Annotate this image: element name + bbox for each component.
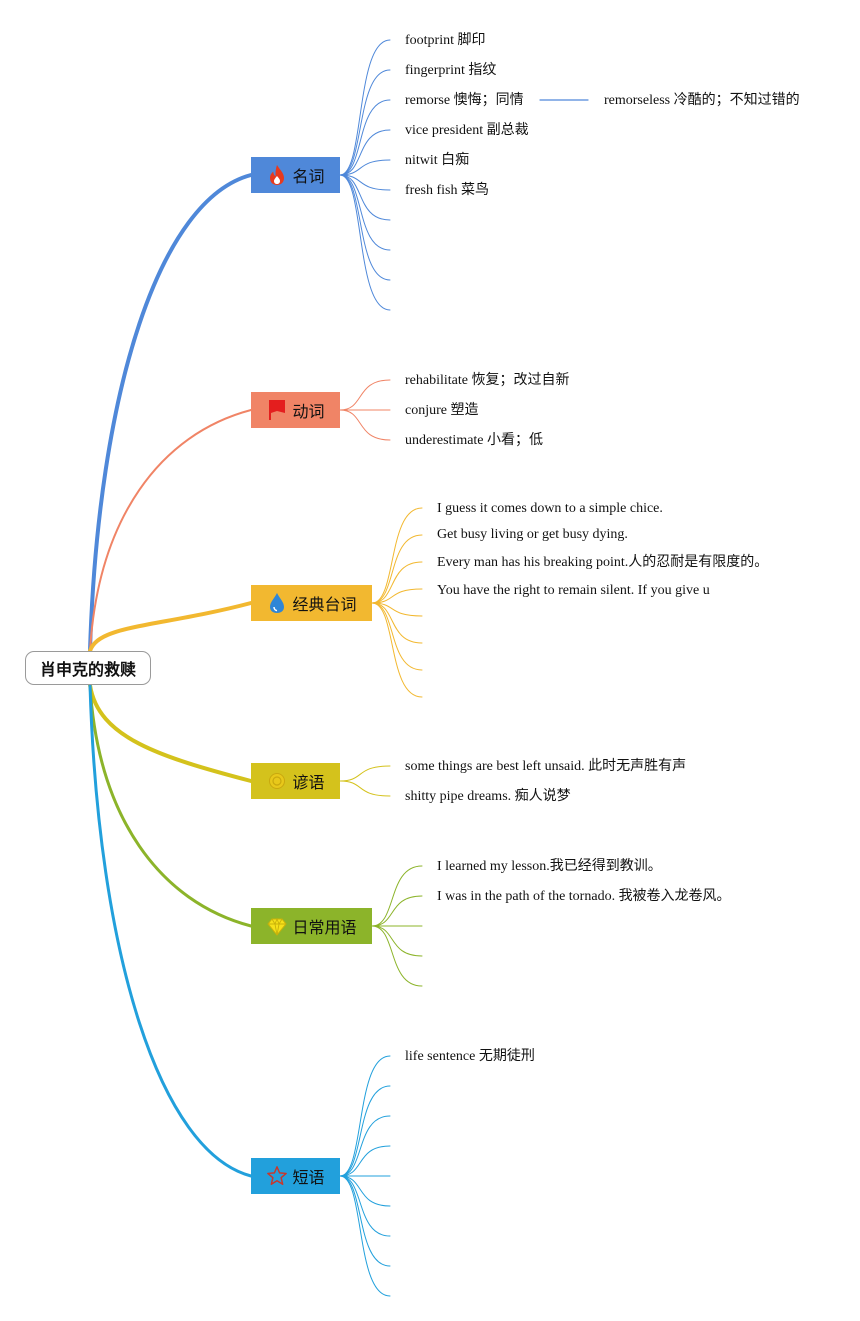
leaf-connector-0-9 — [339, 174, 391, 311]
leaf-connector-5-5 — [339, 1175, 391, 1207]
fire-icon — [266, 164, 288, 186]
leaf-connector-4-3 — [371, 925, 423, 957]
branch-phrases-label: 短语 — [292, 1168, 325, 1187]
leaf-noun-2[interactable]: fingerprint 指纹 — [405, 63, 497, 78]
leaf-line-1[interactable]: I guess it comes down to a simple chice. — [437, 501, 663, 516]
branch-classic-lines[interactable]: 经典台词 — [251, 585, 372, 621]
leaf-connector-0-3 — [339, 129, 391, 176]
leaf-connector-2-7 — [371, 602, 423, 698]
leaf-line-4[interactable]: You have the right to remain silent. If … — [437, 583, 710, 598]
leaf-noun-1[interactable]: footprint 脚印 — [405, 33, 486, 48]
leaf-noun-4[interactable]: vice president 副总裁 — [405, 123, 529, 138]
leaf-connector-0-1 — [339, 69, 391, 176]
leaf-noun-3-sub[interactable]: remorseless 冷酷的；不知过错的 — [604, 93, 800, 108]
leaf-connector-1-0 — [339, 379, 391, 411]
leaf-verb-3[interactable]: underestimate 小看；低 — [405, 433, 544, 448]
leaf-line-3[interactable]: Every man has his breaking point.人的忍耐是有限… — [437, 555, 769, 570]
leaf-proverb-2[interactable]: shitty pipe dreams. 痴人说梦 — [405, 789, 571, 804]
branch-phrases[interactable]: 短语 — [251, 1158, 340, 1194]
trunk-connector-5 — [88, 683, 253, 1178]
trunk-connector-1 — [89, 409, 252, 652]
leaf-connector-1-2 — [339, 409, 391, 441]
leaf-connector-5-3 — [339, 1145, 391, 1177]
leaf-verb-2[interactable]: conjure 塑造 — [405, 403, 479, 418]
leaf-proverb-1[interactable]: some things are best left unsaid. 此时无声胜有… — [405, 759, 687, 774]
branch-nouns[interactable]: 名词 — [251, 157, 340, 193]
leaf-connector-5-8 — [339, 1175, 391, 1297]
leaf-daily-1[interactable]: I learned my lesson.我已经得到教训。 — [437, 859, 662, 874]
leaf-connector-4-4 — [371, 925, 423, 987]
leaf-connector-0-4 — [339, 159, 391, 176]
leaf-connector-2-3 — [371, 588, 423, 604]
trunk-connector-4 — [88, 683, 253, 928]
branch-classic-lines-label: 经典台词 — [292, 595, 357, 614]
leaf-connector-0-7 — [339, 174, 391, 251]
leaf-connector-4-0 — [371, 865, 423, 927]
leaf-connector-5-6 — [339, 1175, 391, 1237]
leaf-connector-2-5 — [371, 602, 423, 644]
trunk-connector-3 — [88, 683, 253, 783]
leaf-connector-2-2 — [371, 561, 423, 604]
root-topic-label: 肖申克的救赎 — [39, 660, 136, 679]
leaf-connector-0-5 — [339, 174, 391, 191]
leaf-daily-2[interactable]: I was in the path of the tornado. 我被卷入龙卷… — [437, 889, 731, 904]
branch-daily-phrases-label: 日常用语 — [292, 918, 357, 937]
leaf-verb-1[interactable]: rehabilitate 恢复；改过自新 — [405, 373, 570, 388]
leaf-phrase-1[interactable]: life sentence 无期徒刑 — [405, 1049, 535, 1064]
leaf-connector-5-7 — [339, 1175, 391, 1267]
leaf-connector-2-6 — [371, 602, 423, 671]
leaf-connector-5-0 — [339, 1055, 391, 1177]
sun-icon — [266, 770, 288, 792]
branch-proverbs-label: 谚语 — [292, 773, 325, 792]
star-icon — [266, 1165, 288, 1187]
leaf-connector-0-2 — [339, 99, 391, 176]
branch-daily-phrases[interactable]: 日常用语 — [251, 908, 372, 944]
branch-verbs-label: 动词 — [292, 402, 325, 421]
leaf-noun-3[interactable]: remorse 懊悔；同情 — [405, 93, 524, 108]
leaf-connector-2-0 — [371, 507, 423, 604]
branch-proverbs[interactable]: 谚语 — [251, 763, 340, 799]
leaf-connector-0-0 — [339, 39, 391, 176]
water-drop-icon — [266, 592, 288, 614]
leaf-line-2[interactable]: Get busy living or get busy dying. — [437, 527, 628, 542]
leaf-connector-2-1 — [371, 534, 423, 604]
leaf-noun-5[interactable]: nitwit 白痴 — [405, 153, 470, 168]
leaf-connector-3-0 — [339, 765, 391, 782]
trunk-connector-0 — [88, 173, 253, 653]
leaf-connector-5-2 — [339, 1115, 391, 1177]
leaf-noun-6[interactable]: fresh fish 菜鸟 — [405, 183, 489, 198]
branch-nouns-label: 名词 — [292, 167, 325, 186]
branch-verbs[interactable]: 动词 — [251, 392, 340, 428]
leaf-connector-0-6 — [339, 174, 391, 221]
root-topic[interactable]: 肖申克的救赎 — [25, 651, 151, 685]
diamond-icon — [266, 915, 288, 937]
flag-icon — [266, 399, 288, 421]
trunk-connector-2 — [88, 601, 253, 653]
leaf-connector-3-1 — [339, 780, 391, 797]
leaf-connector-4-1 — [371, 895, 423, 927]
leaf-connector-5-1 — [339, 1085, 391, 1177]
leaf-connector-2-4 — [371, 602, 423, 617]
